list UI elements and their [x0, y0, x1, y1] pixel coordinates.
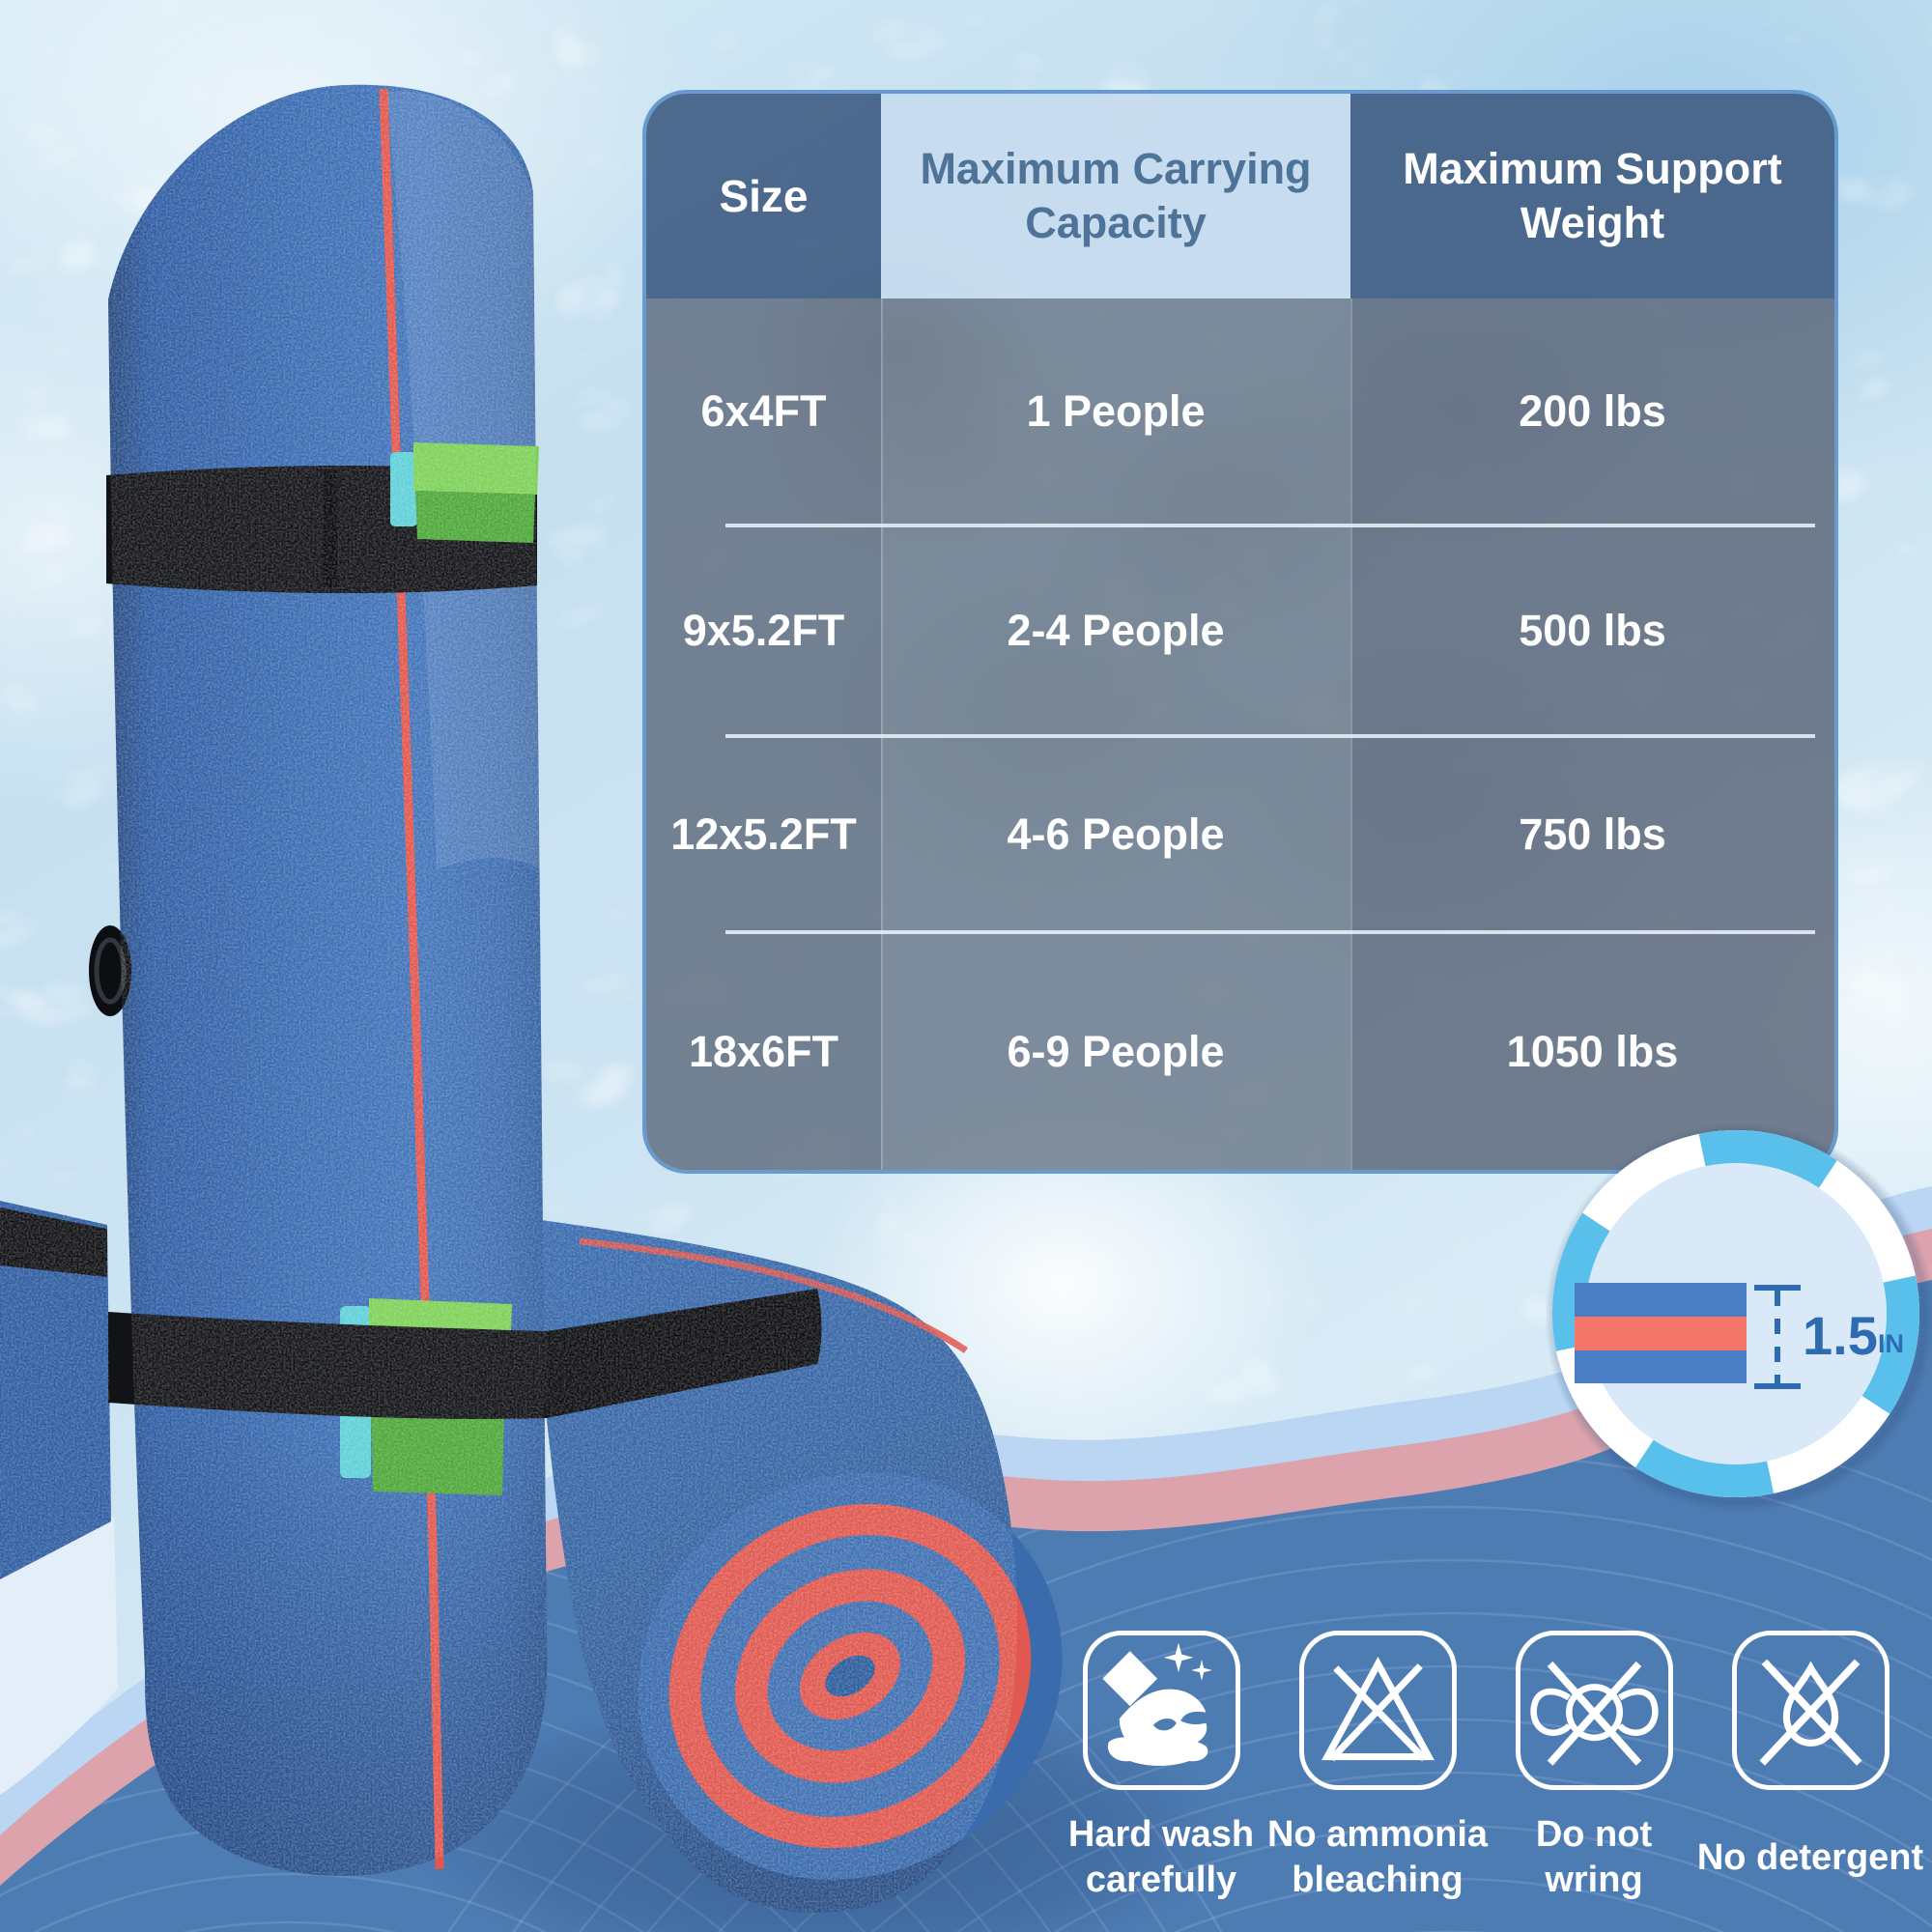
row-divider — [725, 930, 1815, 934]
care-label: No ammonia bleaching — [1266, 1814, 1489, 1900]
cell-weight: 500 lbs — [1519, 606, 1666, 655]
care-box-no-bleach — [1299, 1631, 1457, 1790]
cell-size: 6x4FT — [700, 385, 827, 436]
corner-wedge — [0, 1517, 118, 1795]
thickness-unit: IN — [1878, 1329, 1904, 1358]
col-header-capacity: Maximum Carrying Capacity — [881, 94, 1350, 298]
table-row: 12x5.2FT 4-6 People 750 lbs — [646, 738, 1834, 930]
care-box-no-detergent — [1732, 1631, 1889, 1790]
row-divider — [725, 734, 1815, 738]
do-not-wring-icon — [1530, 1661, 1659, 1766]
hand-wash-icon — [1102, 1642, 1212, 1766]
care-label: Hard wash carefully — [1067, 1814, 1255, 1900]
cell-weight: 200 lbs — [1519, 385, 1666, 436]
lifebuoy-ring-blue — [1552, 1130, 1919, 1497]
thickness-value: 1.5 — [1803, 1305, 1878, 1366]
cell-weight: 1050 lbs — [1506, 1027, 1679, 1076]
cell-capacity: 1 People — [1026, 385, 1206, 436]
table-row: 18x6FT 6-9 People 1050 lbs — [646, 934, 1834, 1170]
cell-capacity: 2-4 People — [1007, 606, 1225, 655]
cell-capacity: 4-6 People — [1007, 809, 1225, 859]
table-row: 6x4FT 1 People 200 lbs — [646, 298, 1834, 524]
spec-table: Size Maximum Carrying Capacity Maximum S… — [642, 90, 1838, 1174]
no-bleach-icon — [1321, 1656, 1435, 1762]
col-header-size: Size — [646, 94, 881, 298]
care-label: No detergent — [1696, 1836, 1924, 1878]
table-row: 9x5.2FT 2-4 People 500 lbs — [646, 527, 1834, 734]
cell-weight: 750 lbs — [1519, 809, 1666, 859]
no-detergent-icon — [1759, 1659, 1862, 1766]
care-box-do-not-wring — [1516, 1631, 1673, 1790]
care-label: Do not wring — [1535, 1814, 1653, 1900]
cell-size: 12x5.2FT — [670, 809, 857, 859]
cell-capacity: 6-9 People — [1007, 1027, 1225, 1076]
cell-size: 9x5.2FT — [682, 606, 845, 655]
dimension-line — [1754, 1285, 1801, 1389]
care-box-hand-wash — [1083, 1631, 1240, 1790]
cell-size: 18x6FT — [688, 1027, 839, 1076]
col-header-weight: Maximum Support Weight — [1350, 94, 1834, 298]
row-divider — [725, 524, 1815, 527]
mat-cross-section — [1575, 1283, 1747, 1383]
